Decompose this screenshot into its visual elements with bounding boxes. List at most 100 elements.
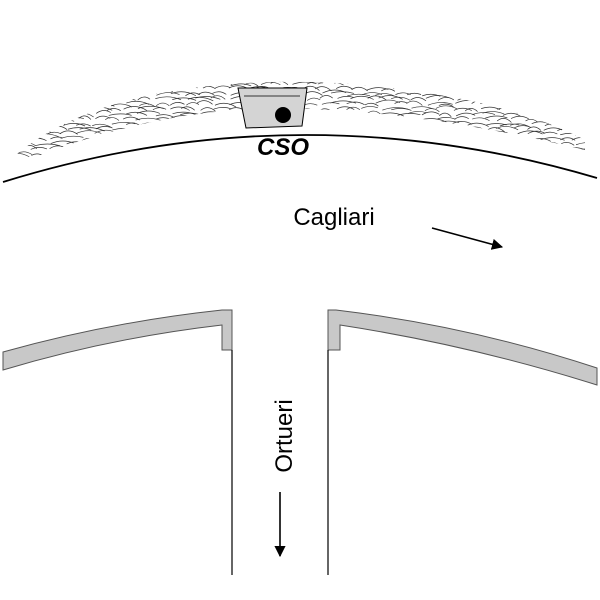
hatch-stroke: [306, 116, 329, 121]
hatch-stroke: [120, 83, 146, 87]
hatch-stroke: [10, 92, 26, 97]
hatch-stroke: [182, 146, 207, 150]
hatch-stroke: [352, 126, 369, 131]
hatch-stroke: [562, 152, 583, 158]
hatch-stroke: [182, 130, 204, 135]
hatch-stroke: [561, 97, 582, 102]
hatch-stroke: [472, 117, 490, 122]
hatch-stroke: [559, 90, 581, 94]
hatch-stroke: [406, 78, 424, 81]
hatch-stroke: [156, 78, 170, 80]
hatch-stroke: [437, 151, 459, 156]
hatch-stroke: [10, 83, 19, 87]
hatch-stroke: [230, 83, 252, 87]
hatch-stroke: [452, 84, 473, 88]
hatch-stroke: [497, 133, 522, 139]
hatch-stroke: [151, 81, 177, 86]
hatch-stroke: [95, 126, 113, 130]
hatch-stroke: [348, 113, 374, 117]
hatch-stroke: [471, 100, 487, 104]
hatch-stroke: [364, 153, 379, 158]
hatch-stroke: [151, 147, 176, 153]
hatch-stroke: [361, 106, 378, 109]
hatch-stroke: [526, 91, 548, 95]
hatch-stroke: [30, 112, 56, 117]
hatch-stroke: [170, 136, 187, 140]
hatch-stroke: [574, 116, 585, 121]
hatch-stroke: [108, 113, 132, 116]
hatch-stroke: [546, 82, 565, 86]
hatch-stroke: [196, 132, 218, 135]
hatch-stroke: [172, 97, 197, 101]
hatch-stroke: [155, 114, 175, 118]
hatch-stroke: [363, 124, 390, 129]
hatch-stroke: [80, 106, 97, 110]
hatch-stroke: [352, 131, 377, 136]
hatch-stroke: [390, 81, 409, 87]
hatch-stroke: [231, 132, 248, 136]
hatch-stroke: [270, 77, 290, 79]
hatch-stroke: [61, 105, 78, 110]
hatch-stroke: [439, 112, 452, 118]
hatch-stroke: [10, 87, 24, 90]
hatch-stroke: [244, 76, 261, 78]
hatch-stroke: [47, 83, 63, 87]
hatch-stroke: [62, 91, 77, 94]
hatch-stroke: [541, 105, 556, 111]
hatch-stroke: [197, 91, 215, 96]
hatch-stroke: [351, 86, 368, 92]
hatch-stroke: [421, 111, 440, 116]
hatch-stroke: [260, 81, 281, 86]
hatch-stroke: [105, 81, 122, 85]
hatch-stroke: [426, 81, 447, 86]
hatch-stroke: [572, 102, 585, 106]
hatch-stroke: [502, 81, 520, 84]
direction-label-cagliari: Cagliari: [293, 204, 374, 231]
hatch-stroke: [586, 129, 600, 132]
hatch-stroke: [321, 141, 340, 146]
hatch-stroke: [574, 122, 585, 128]
hatch-stroke: [76, 123, 91, 127]
hatch-stroke: [440, 78, 457, 81]
hatch-stroke: [165, 85, 179, 91]
hatch-stroke: [516, 111, 529, 115]
hatch-stroke: [301, 78, 326, 80]
hatch-stroke: [317, 81, 344, 86]
hatch-stroke: [10, 108, 21, 113]
hatch-stroke: [545, 102, 562, 107]
hatch-stroke: [512, 87, 534, 92]
hatch-stroke: [573, 128, 585, 131]
hatch-stroke: [558, 78, 581, 81]
hatch-stroke: [67, 127, 92, 131]
hatch-stroke: [32, 121, 53, 124]
hatch-stroke: [437, 82, 451, 86]
hatch-stroke: [455, 112, 476, 117]
hatch-stroke: [435, 137, 458, 142]
hatch-stroke: [574, 97, 585, 103]
hatch-stroke: [560, 102, 583, 108]
hatch-stroke: [51, 121, 66, 125]
hatch-stroke: [528, 146, 551, 150]
hatch-stroke: [90, 82, 110, 88]
hatch-stroke: [427, 102, 453, 106]
hatch-stroke: [196, 118, 219, 121]
hatch-stroke: [455, 99, 482, 104]
hatch-stroke: [170, 106, 190, 111]
hatch-stroke: [92, 90, 115, 95]
hatch-stroke: [557, 128, 578, 133]
hatch-stroke: [142, 132, 166, 136]
hatch-stroke: [346, 101, 365, 105]
hatch-stroke: [440, 91, 467, 97]
hatch-stroke: [557, 104, 571, 109]
hatch-stroke: [467, 126, 487, 132]
hatch-stroke: [91, 138, 112, 142]
hatch-stroke: [318, 108, 333, 113]
hatch-stroke: [397, 121, 410, 125]
hatch-stroke: [30, 98, 49, 101]
hatch-stroke: [120, 95, 135, 99]
hatch-stroke: [10, 146, 22, 150]
hatch-stroke: [436, 86, 457, 90]
hatch-stroke: [378, 76, 394, 79]
hatch-stroke: [457, 90, 480, 94]
station-marker-icon: [275, 107, 291, 123]
